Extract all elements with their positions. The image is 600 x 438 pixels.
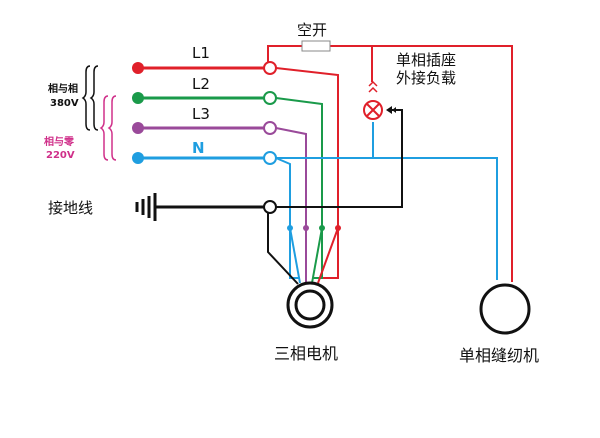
source-dot-n (132, 152, 144, 164)
breaker-box (301, 40, 331, 52)
source-dot-l2 (132, 92, 144, 104)
voltage-pp-value: 380V (50, 98, 79, 109)
branch-l1-breaker (267, 45, 302, 62)
motor-wire-bundle (289, 227, 339, 284)
voltage-pn-label: 相与零 (44, 135, 75, 148)
label-l3: L3 (192, 105, 210, 123)
label-n: N (192, 139, 205, 157)
socket-label-1: 单相插座 (396, 51, 456, 69)
label-l1: L1 (192, 44, 210, 62)
socket-label-2: 外接负载 (396, 69, 456, 87)
voltage-pn-value: 220V (46, 150, 75, 161)
sewing-machine-symbol (479, 283, 531, 335)
socket-symbol (363, 80, 396, 120)
motor-dot-purple (303, 225, 309, 231)
brace-phase-phase (81, 65, 99, 131)
motor-dot-blue (287, 225, 293, 231)
breaker-label: 空开 (297, 21, 327, 39)
branch-ground-socket (276, 109, 403, 208)
label-ground: 接地线 (48, 199, 93, 217)
voltage-pp-label: 相与相 (48, 82, 78, 95)
sewing-label: 单相缝纫机 (459, 346, 539, 365)
motor-dot-red (335, 225, 341, 231)
branch-l1-motor (275, 67, 339, 279)
ground-symbol (135, 193, 157, 221)
terminal-l2 (263, 91, 277, 105)
branch-n-motor (275, 157, 300, 279)
brace-phase-neutral (99, 95, 117, 161)
branch-ground-motor (267, 207, 299, 285)
motor-symbol (286, 281, 334, 329)
branch-l2-motor (275, 97, 323, 279)
terminal-n (263, 151, 277, 165)
label-l2: L2 (192, 75, 210, 93)
source-dot-l1 (132, 62, 144, 74)
branch-breaker-out (330, 45, 513, 282)
motor-dot-green (319, 225, 325, 231)
source-dot-l3 (132, 122, 144, 134)
terminal-l3 (263, 121, 277, 135)
terminal-ground (263, 200, 277, 214)
motor-label: 三相电机 (274, 344, 338, 363)
terminal-l1 (263, 61, 277, 75)
branch-n-sewing (276, 157, 498, 280)
